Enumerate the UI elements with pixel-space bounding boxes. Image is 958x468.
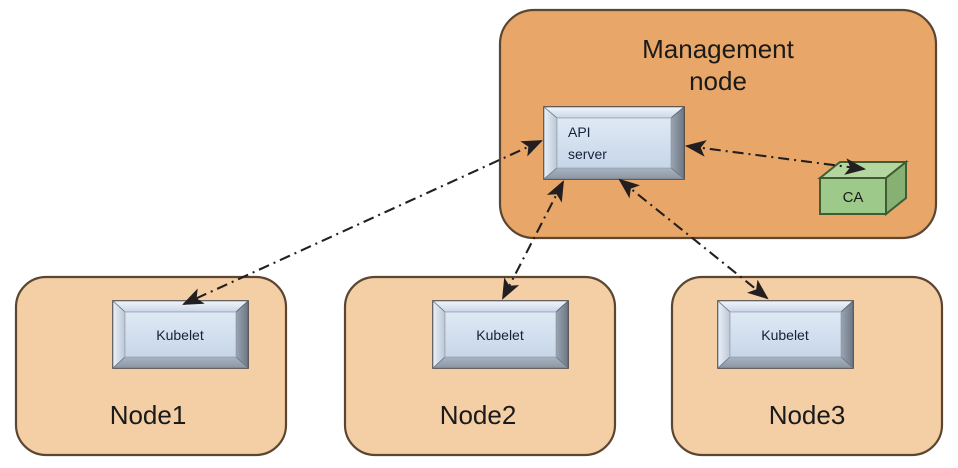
kubelet-node2-bevel-top bbox=[431, 300, 570, 313]
kubelet-node2-bevel-left bbox=[432, 300, 446, 369]
kubelet-node2-label: Kubelet bbox=[476, 327, 524, 343]
kubelet-node3[interactable]: Kubelet bbox=[716, 300, 855, 369]
kubelet-node3-bevel-bottom bbox=[716, 356, 855, 369]
node3[interactable]: Kubelet Node3 bbox=[670, 275, 944, 457]
kubelet-node1-inner-panel bbox=[124, 311, 237, 358]
kubelet-node3-inner-panel bbox=[729, 311, 842, 358]
kubelet-node1-bevel-top bbox=[111, 300, 250, 313]
api-server-bevel-left bbox=[543, 106, 558, 180]
api-server-bevel-top bbox=[542, 106, 686, 119]
node1[interactable]: Kubelet Node1 bbox=[14, 275, 288, 457]
connector-api-server-kubelet3[interactable] bbox=[618, 178, 769, 300]
connector-api-server-ca[interactable] bbox=[684, 140, 867, 175]
kubelet-node1-bevel-bottom bbox=[111, 356, 250, 369]
node3-title: Node3 bbox=[769, 400, 846, 430]
kubelet-node3-bevel-right bbox=[840, 300, 854, 369]
connector-api-server-kubelet1[interactable] bbox=[182, 140, 543, 305]
kubelet-node1-label: Kubelet bbox=[156, 327, 204, 343]
kubelet-node2-inner-panel bbox=[444, 311, 557, 358]
api-server-bevel-bottom bbox=[542, 167, 686, 180]
management-node-title-line1: Management bbox=[642, 34, 795, 64]
management-node-title-line2: node bbox=[689, 66, 747, 96]
kubelet-node3-bevel-left bbox=[717, 300, 731, 369]
kubelet-node1-bevel-left bbox=[112, 300, 126, 369]
connectors-layer bbox=[182, 140, 867, 305]
node2[interactable]: Kubelet Node2 bbox=[343, 275, 617, 457]
ca-box-front-face bbox=[819, 177, 887, 215]
kubelet-node2[interactable]: Kubelet bbox=[431, 300, 570, 369]
api-server-label-line1: API bbox=[568, 124, 591, 140]
kubelet-node1[interactable]: Kubelet bbox=[111, 300, 250, 369]
node2-title: Node2 bbox=[440, 400, 517, 430]
api-server-label-line2: server bbox=[568, 146, 607, 162]
kubelet-node3-bevel-top bbox=[716, 300, 855, 313]
api-server-inner-panel bbox=[556, 117, 672, 169]
api-server-box[interactable]: API server bbox=[542, 106, 686, 180]
ca-label: CA bbox=[843, 189, 864, 206]
kubelet-node2-bevel-bottom bbox=[431, 356, 570, 369]
kubelet-node3-label: Kubelet bbox=[761, 327, 809, 343]
node1-title: Node1 bbox=[110, 400, 187, 430]
kubelet-node1-bevel-right bbox=[235, 300, 249, 369]
connector-api-server-kubelet2[interactable] bbox=[502, 180, 564, 300]
kubelet-node2-bevel-right bbox=[555, 300, 569, 369]
api-server-bevel-right bbox=[670, 106, 685, 180]
